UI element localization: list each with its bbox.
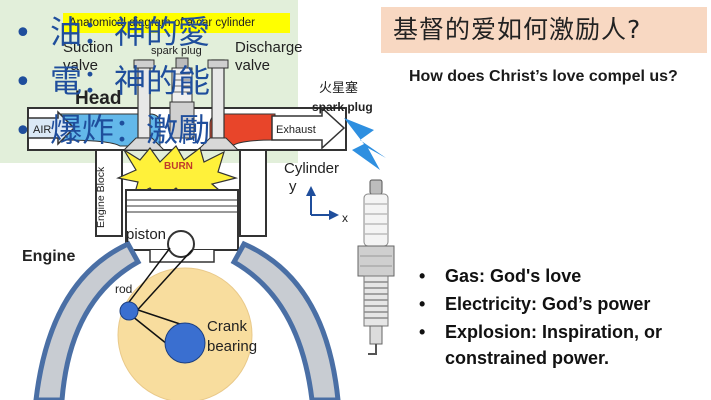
bullet: • — [14, 114, 32, 149]
cylinder-wall-right — [239, 149, 267, 237]
exhaust-arrow — [271, 106, 346, 150]
label-piston: piston — [126, 226, 167, 243]
discharge-valve — [196, 59, 240, 151]
cylinder-wall-left — [95, 149, 123, 237]
en-point-text: Gas: God's love — [445, 266, 582, 286]
cn-point-text: 電：神的能 — [50, 62, 211, 100]
label-discharge-valve: Discharge valve — [235, 39, 303, 74]
label-head: Head — [75, 88, 122, 109]
label-axis-y: y — [289, 178, 297, 195]
label-exhaust: Exhaust — [276, 124, 316, 136]
en-point-text: Explosion: Inspiration, or — [445, 322, 663, 342]
piston — [125, 189, 239, 263]
en-point-text: Electricity: God’s power — [445, 294, 651, 314]
crank-bearing — [164, 322, 206, 364]
label-air: AIR — [33, 124, 52, 136]
head-spark-plug — [169, 57, 195, 139]
cn-point-text: 爆炸：激勵 — [50, 111, 211, 149]
engine-block-left — [33, 240, 142, 400]
bullet: • — [419, 266, 426, 286]
en-point-2: • Electricity: God’s power — [419, 294, 650, 315]
label-axis-x: x — [342, 211, 348, 225]
large-spark-plug — [357, 179, 395, 355]
cn-point-1: • 油：神的愛 — [14, 14, 210, 52]
label-cylinder: Cylinder — [284, 160, 340, 177]
label-spark-plug-cn: 火星塞 — [319, 81, 359, 96]
label-suction-valve: Suction valve — [63, 39, 114, 74]
en-point-text: constrained power. — [445, 348, 610, 368]
label-spark-plug-en: spark plug — [312, 100, 373, 114]
engine-block-right — [230, 240, 341, 400]
slide-subtitle: How does Christ’s love compel us? — [409, 68, 678, 85]
suction-valve — [122, 59, 166, 151]
diagram-caption: Anatomical diagram of a car cylinder — [63, 13, 290, 33]
piston-pin — [167, 230, 195, 258]
air-arrow — [27, 110, 76, 146]
bullet: • — [419, 322, 426, 342]
en-point-1: • Gas: God's love — [419, 266, 581, 287]
label-spark-plug: spark plug — [151, 45, 202, 57]
axis-indicator — [306, 186, 339, 220]
cn-point-text: 油：神的愛 — [50, 13, 211, 51]
label-rod: rod — [115, 282, 133, 296]
en-point-3-continued: constrained power. — [445, 348, 609, 369]
label-crank-bearing: Crank bearing — [207, 318, 258, 355]
bullet: • — [14, 65, 32, 100]
label-burn: BURN — [164, 161, 193, 172]
en-point-3: • Explosion: Inspiration, or — [419, 322, 662, 343]
cn-point-3: • 爆炸：激勵 — [14, 112, 210, 150]
label-engine-block: Engine Block — [95, 166, 107, 228]
rod-end — [119, 301, 139, 321]
spark-bolt-icon — [344, 118, 386, 170]
bullet: • — [419, 294, 426, 314]
label-engine: Engine — [22, 248, 76, 265]
slide-title: 基督的爱如何激励人? — [381, 7, 707, 53]
bullet: • — [14, 16, 32, 51]
cn-point-2: • 電：神的能 — [14, 63, 210, 101]
